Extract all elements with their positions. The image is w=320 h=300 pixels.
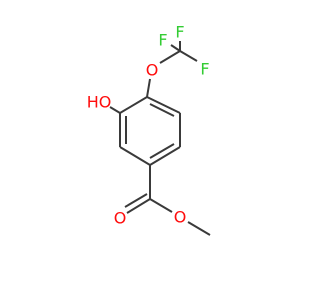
fluorine-left-label: F (158, 31, 167, 50)
ring-bond-c3-c4 (119, 146, 151, 166)
ring-bond-c4-c5 (149, 146, 181, 166)
bond-c2-hydroxyl (109, 106, 121, 114)
hydroxyl-label: HO (87, 93, 112, 112)
bond-cf3-fluorine-left (170, 44, 181, 52)
bond-carbonyl-double-inner (124, 193, 148, 208)
ring-bond-c1-c2 (119, 96, 148, 114)
bond-c1-ether-oxygen (146, 78, 151, 98)
carbonyl-oxygen-label: O (114, 209, 127, 228)
bond-carbonyl-carbon-ester-oxygen (149, 198, 173, 213)
ester-oxygen-label: O (174, 208, 187, 227)
bond-ester-oxygen-methyl (187, 221, 211, 236)
fluorine-right-label: F (200, 60, 209, 79)
fluorine-top-label: F (175, 23, 184, 42)
benzene-ring (119, 96, 181, 166)
bond-ether-oxygen-cf3 (159, 50, 181, 64)
ring-bond-c6-c1 (146, 96, 181, 114)
molecule-structure-diagram: F F F O HO O O (87, 23, 211, 236)
bond-cf3-fluorine-right (179, 50, 198, 62)
ring-bond-c6-c1-inner (149, 103, 175, 117)
bond-carbonyl-double-outer (126, 198, 151, 214)
ether-oxygen-label: O (146, 61, 159, 80)
ring-bond-c4-c5-inner (149, 143, 175, 159)
